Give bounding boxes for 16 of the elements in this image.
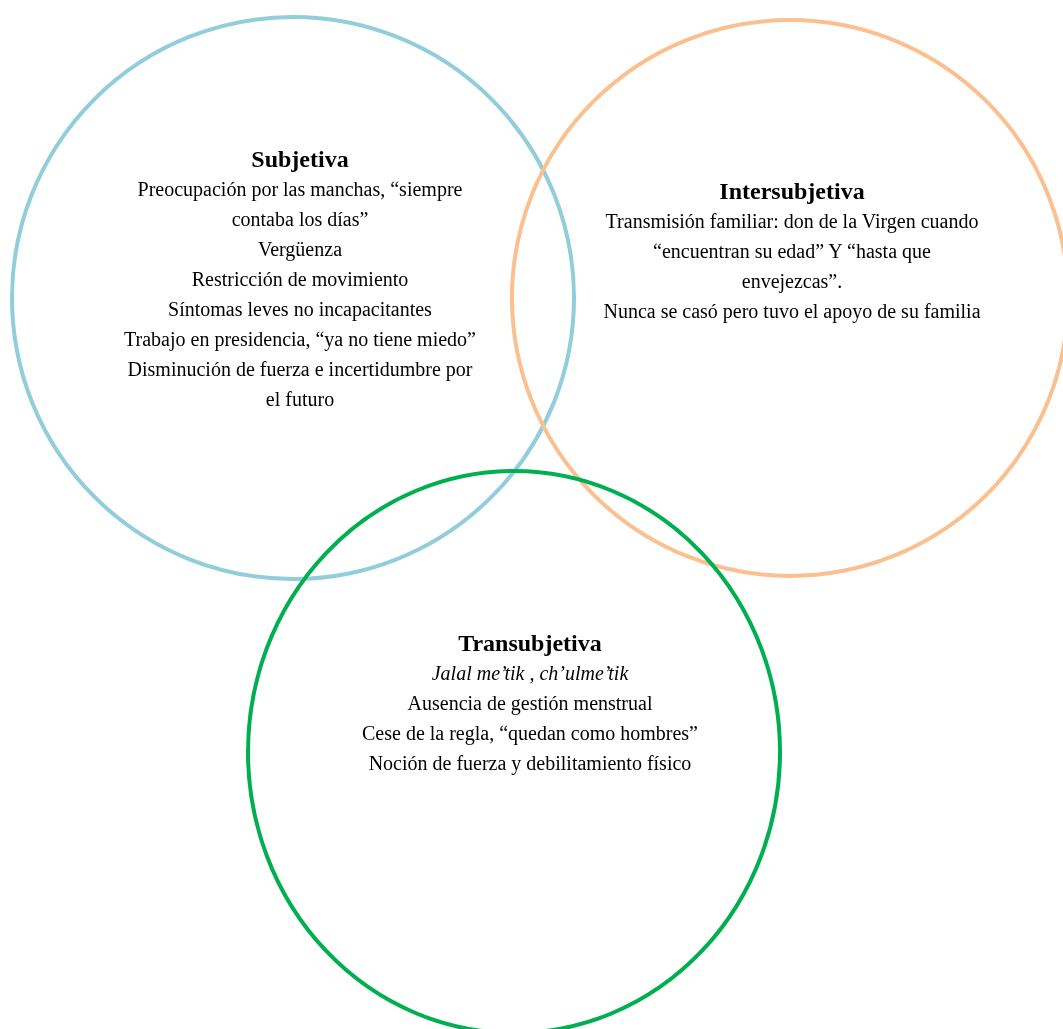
circle-title: Subjetiva bbox=[250, 145, 350, 174]
circle-title: Transubjetiva bbox=[457, 629, 603, 658]
item-text: Restricción de movimiento bbox=[190, 267, 410, 292]
item-text: Síntomas leves no incapacitantes bbox=[167, 297, 433, 323]
item-text: Preocupación por las manchas, “siempre contaba los días” bbox=[136, 177, 464, 232]
item-text: Disminución de fuerza e incertidumbre por el futuro bbox=[126, 357, 474, 412]
item-text: Cese de la regla, “quedan como hombres” bbox=[361, 721, 699, 747]
item-text: Vergüenza bbox=[256, 237, 343, 263]
item-text: Transmisión familiar: don de la Virgen cuando “encuentran su edad” Y “hasta que envejezcas”. bbox=[604, 209, 980, 295]
item-text: Ausencia de gestión menstrual bbox=[406, 691, 654, 717]
item-text: Nunca se casó pero tuvo el apoyo de su familia bbox=[602, 299, 982, 325]
venn-circle bbox=[10, 15, 576, 581]
item-text: Jalal me’tik , ch’ulme’tik bbox=[430, 661, 630, 686]
item-text: Noción de fuerza y debilitamiento físico bbox=[367, 751, 693, 777]
circle-title: Intersubjetiva bbox=[718, 177, 866, 206]
item-text: Trabajo en presidencia, “ya no tiene miedo” bbox=[123, 327, 477, 353]
